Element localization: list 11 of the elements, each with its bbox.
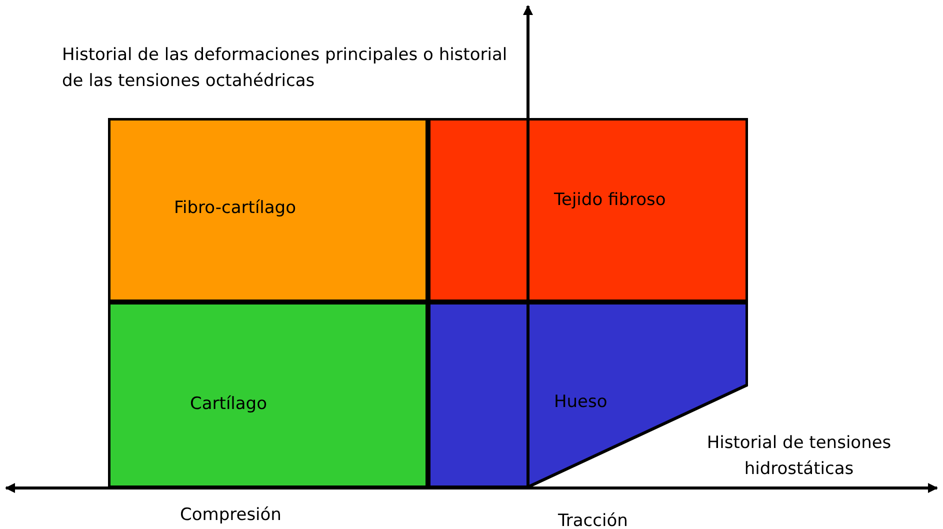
axis-label: Compresión (180, 504, 282, 527)
region-label: Hueso (554, 391, 608, 414)
region-label: Cartílago (190, 393, 267, 416)
region (428, 118, 748, 302)
region-label: Tejido fibroso (554, 189, 666, 212)
region-label: Fibro-cartílago (174, 197, 296, 220)
axis-label: Historial de tensiones hidrostáticas (706, 432, 892, 481)
region (108, 302, 428, 488)
region (108, 118, 428, 302)
axis-label: Historial de las deformaciones principales o historial de las tensiones octahédricas (62, 44, 508, 93)
axis-label: Tracción (558, 510, 628, 529)
